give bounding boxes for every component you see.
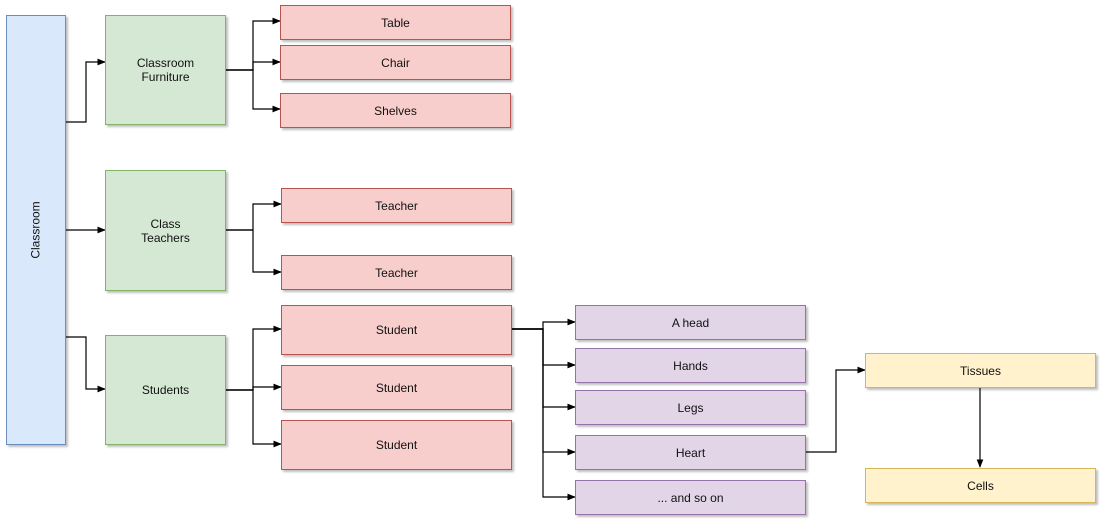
node-teacher-1: Teacher [281,188,512,223]
edge-teachers-teacher-2 [226,229,282,276]
edge-student-head [511,318,576,330]
node-a-head: A head [575,305,806,340]
node-student-1: Student [281,305,512,355]
edge-classroom-students [66,336,106,393]
node-classroom-label: Classroom [28,201,43,259]
node-and-so-on: ... and so on [575,480,806,515]
edge-students-student-1 [226,325,282,391]
node-students: Students [105,335,226,445]
node-table: Table [280,5,511,40]
node-legs: Legs [575,390,806,425]
node-tissues: Tissues [865,353,1096,388]
node-classroom: Classroom [6,15,66,445]
edge-student-and-so-on [511,328,576,501]
edge-furniture-shelves [226,69,281,113]
node-cells: Cells [865,468,1096,503]
edge-classroom-furniture [66,58,106,123]
node-heart: Heart [575,435,806,470]
node-student-2: Student [281,365,512,410]
edge-teachers-teacher-1 [226,200,282,231]
node-student-3: Student [281,420,512,470]
node-class-teachers: Class Teachers [105,170,226,291]
edge-furniture-chair [226,58,281,71]
node-classroom-furniture: Classroom Furniture [105,15,226,125]
node-hands: Hands [575,348,806,383]
edge-heart-tissues [805,366,866,453]
node-chair: Chair [280,45,511,80]
node-shelves: Shelves [280,93,511,128]
node-teacher-2: Teacher [281,255,512,290]
edge-students-student-3 [226,389,282,448]
